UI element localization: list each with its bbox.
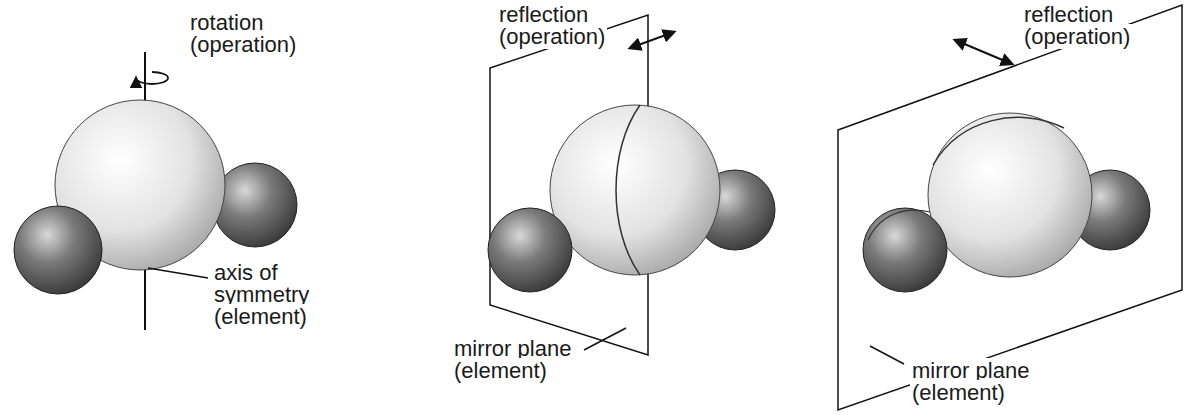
element-label: mirror plane (element) — [452, 338, 592, 382]
label-text: reflection (operation) — [497, 2, 607, 49]
leader-line — [870, 346, 904, 364]
label-text: reflection (operation) — [1022, 2, 1132, 49]
operation-label: rotation (operation) — [188, 12, 313, 56]
water-molecule-reflection-plane — [838, 5, 1182, 410]
element-label: axis of symmetry (element) — [212, 262, 327, 328]
operation-label: reflection (operation) — [497, 4, 627, 48]
operation-label: reflection (operation) — [1022, 4, 1157, 48]
label-text: axis of symmetry (element) — [212, 260, 311, 329]
label-text: mirror plane (element) — [452, 336, 573, 383]
mirror-plane — [838, 5, 1182, 410]
water-molecule-reflection — [488, 15, 775, 355]
leader-line — [584, 328, 626, 350]
leader-line — [148, 268, 208, 278]
label-text: mirror plane (element) — [910, 358, 1031, 405]
label-text: rotation (operation) — [188, 10, 298, 57]
reflection-arrow — [630, 32, 674, 48]
reflection-arrow — [955, 40, 1012, 64]
element-label: mirror plane (element) — [910, 360, 1050, 404]
